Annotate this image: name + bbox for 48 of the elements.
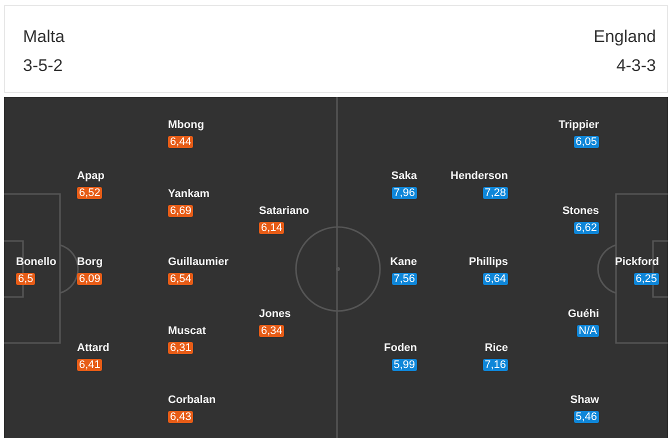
player-name: Mbong xyxy=(168,118,204,132)
player-rating: 7,16 xyxy=(482,359,508,371)
player-rating: 7,28 xyxy=(482,187,508,199)
player-rating: 6,05 xyxy=(574,136,599,148)
formation: 4-3-3 xyxy=(616,55,656,77)
player-name: Apap xyxy=(77,169,104,183)
player-name: Phillips xyxy=(468,255,508,269)
player-name: Bonello xyxy=(16,255,56,269)
player-name: Rice xyxy=(484,341,508,355)
player-rating: 6,69 xyxy=(168,205,194,217)
player-name: Guillaumier xyxy=(168,255,229,269)
player-name: Muscat xyxy=(168,324,206,338)
player-rating: 7,56 xyxy=(392,273,417,285)
player-name: Guéhi xyxy=(568,307,599,321)
player-rating: 6,09 xyxy=(77,273,102,285)
player-rating: 6,25 xyxy=(634,273,659,285)
player-name: Attard xyxy=(77,341,110,355)
player-rating: 5,99 xyxy=(392,359,417,371)
player-rating: 6,41 xyxy=(77,359,102,371)
player-name: Trippier xyxy=(558,118,599,132)
team-name: England xyxy=(594,26,656,48)
player-name: Stones xyxy=(562,204,599,218)
player-rating: 6,64 xyxy=(482,273,508,285)
player-rating: 6,52 xyxy=(77,187,102,199)
player-rating: 6,54 xyxy=(168,273,194,285)
player-rating: 6,31 xyxy=(168,342,194,354)
player-name: Pickford xyxy=(614,255,659,269)
player-name: Foden xyxy=(384,341,417,355)
player-name: Kane xyxy=(390,255,417,269)
formation: 3-5-2 xyxy=(23,55,63,77)
player-rating: 6,62 xyxy=(574,222,599,234)
player-name: Satariano xyxy=(259,204,310,218)
player-rating: 6,44 xyxy=(168,136,194,148)
player-name: Borg xyxy=(77,255,103,269)
player-name: Henderson xyxy=(450,169,508,183)
team-name: Malta xyxy=(23,26,65,48)
player-name: Corbalan xyxy=(168,393,216,407)
player-rating: 6,5 xyxy=(16,273,36,285)
player-rating: 6,14 xyxy=(259,222,284,234)
player-name: Yankam xyxy=(168,187,210,201)
player-name: Saka xyxy=(391,169,417,183)
player-rating: N/A xyxy=(576,325,599,337)
player-rating: 6,43 xyxy=(168,411,194,423)
player-rating: 7,96 xyxy=(392,187,417,199)
player-rating: 5,46 xyxy=(574,411,599,423)
player-name: Jones xyxy=(259,307,291,321)
player-rating: 6,34 xyxy=(259,325,284,337)
player-name: Shaw xyxy=(570,393,599,407)
